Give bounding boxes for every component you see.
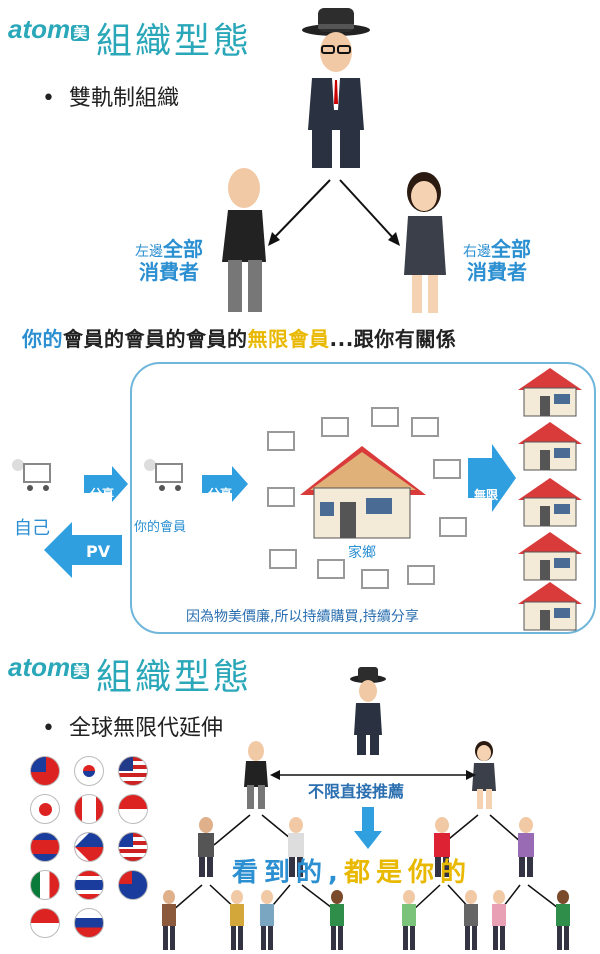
your-member-label: 你的會員 bbox=[134, 520, 187, 535]
section-title-2: 組織型態 bbox=[96, 657, 253, 698]
sharing-flow-diagram bbox=[12, 368, 582, 631]
cambodia-flag bbox=[30, 832, 60, 862]
korea-flag bbox=[74, 756, 104, 786]
share-arrow-2 bbox=[202, 466, 248, 502]
house-column bbox=[518, 368, 582, 631]
left-consumers-label: 左邊全部 消費者 bbox=[135, 237, 203, 284]
pv-arrow bbox=[44, 522, 122, 578]
malaysia-flag bbox=[118, 832, 148, 862]
hometown-house-icon bbox=[300, 446, 426, 539]
slogan-all-you-see-is-yours: 看到的,都是你的 bbox=[232, 858, 472, 888]
pv-label: PV bbox=[86, 542, 111, 561]
flow-caption: 因為物美價廉,所以持續購買,持續分享 bbox=[186, 609, 419, 625]
self-cart-icon bbox=[12, 459, 51, 491]
level4-figures bbox=[162, 890, 570, 950]
hometown-label: 家鄉 bbox=[348, 545, 376, 561]
level2-right-figure bbox=[472, 741, 496, 809]
level2-left-figure bbox=[244, 741, 268, 809]
bullet-global-extension: •全球無限代延伸 bbox=[42, 716, 223, 741]
right-consumers-label: 右邊全部 消費者 bbox=[463, 237, 531, 284]
australia-flag bbox=[118, 870, 148, 900]
mexico-flag bbox=[30, 870, 60, 900]
indonesia-flag bbox=[118, 794, 148, 824]
thailand-flag bbox=[74, 870, 104, 900]
unlimited-label: 無限 bbox=[474, 488, 499, 502]
russia-flag bbox=[74, 908, 104, 938]
dual-track-diagram bbox=[222, 8, 446, 313]
member-cart-icon bbox=[144, 459, 183, 491]
sharing-flow-panel bbox=[130, 362, 596, 634]
share-label-2: 分享 bbox=[208, 487, 233, 501]
woman-figure bbox=[404, 172, 446, 313]
canada-flag bbox=[74, 794, 104, 824]
global-tree-diagram bbox=[162, 667, 570, 950]
taiwan-flag bbox=[30, 756, 60, 786]
self-label: 自己 bbox=[14, 518, 50, 539]
share-label-1: 分享 bbox=[90, 487, 115, 501]
philippines-flag bbox=[74, 832, 104, 862]
no-direct-referral-label: 不限直接推薦 bbox=[308, 782, 405, 801]
cart-cluster bbox=[267, 407, 467, 589]
page-title: 組織型態 bbox=[96, 21, 253, 62]
bullet-dual-track: •雙軌制組織 bbox=[42, 86, 179, 111]
top-leader-figure bbox=[350, 667, 386, 755]
old-man-figure bbox=[222, 168, 266, 312]
unlimited-arrow bbox=[468, 444, 516, 512]
tree-connectors bbox=[171, 814, 563, 912]
japan-flag bbox=[30, 794, 60, 824]
singapore-flag bbox=[30, 908, 60, 938]
headline-unlimited-members: 你的會員的會員的會員的無限會員...跟你有關係 bbox=[22, 327, 457, 351]
usa-flag bbox=[118, 756, 148, 786]
level3-figures bbox=[198, 817, 534, 877]
leader-figure bbox=[302, 8, 370, 168]
share-arrow-1 bbox=[84, 466, 128, 502]
